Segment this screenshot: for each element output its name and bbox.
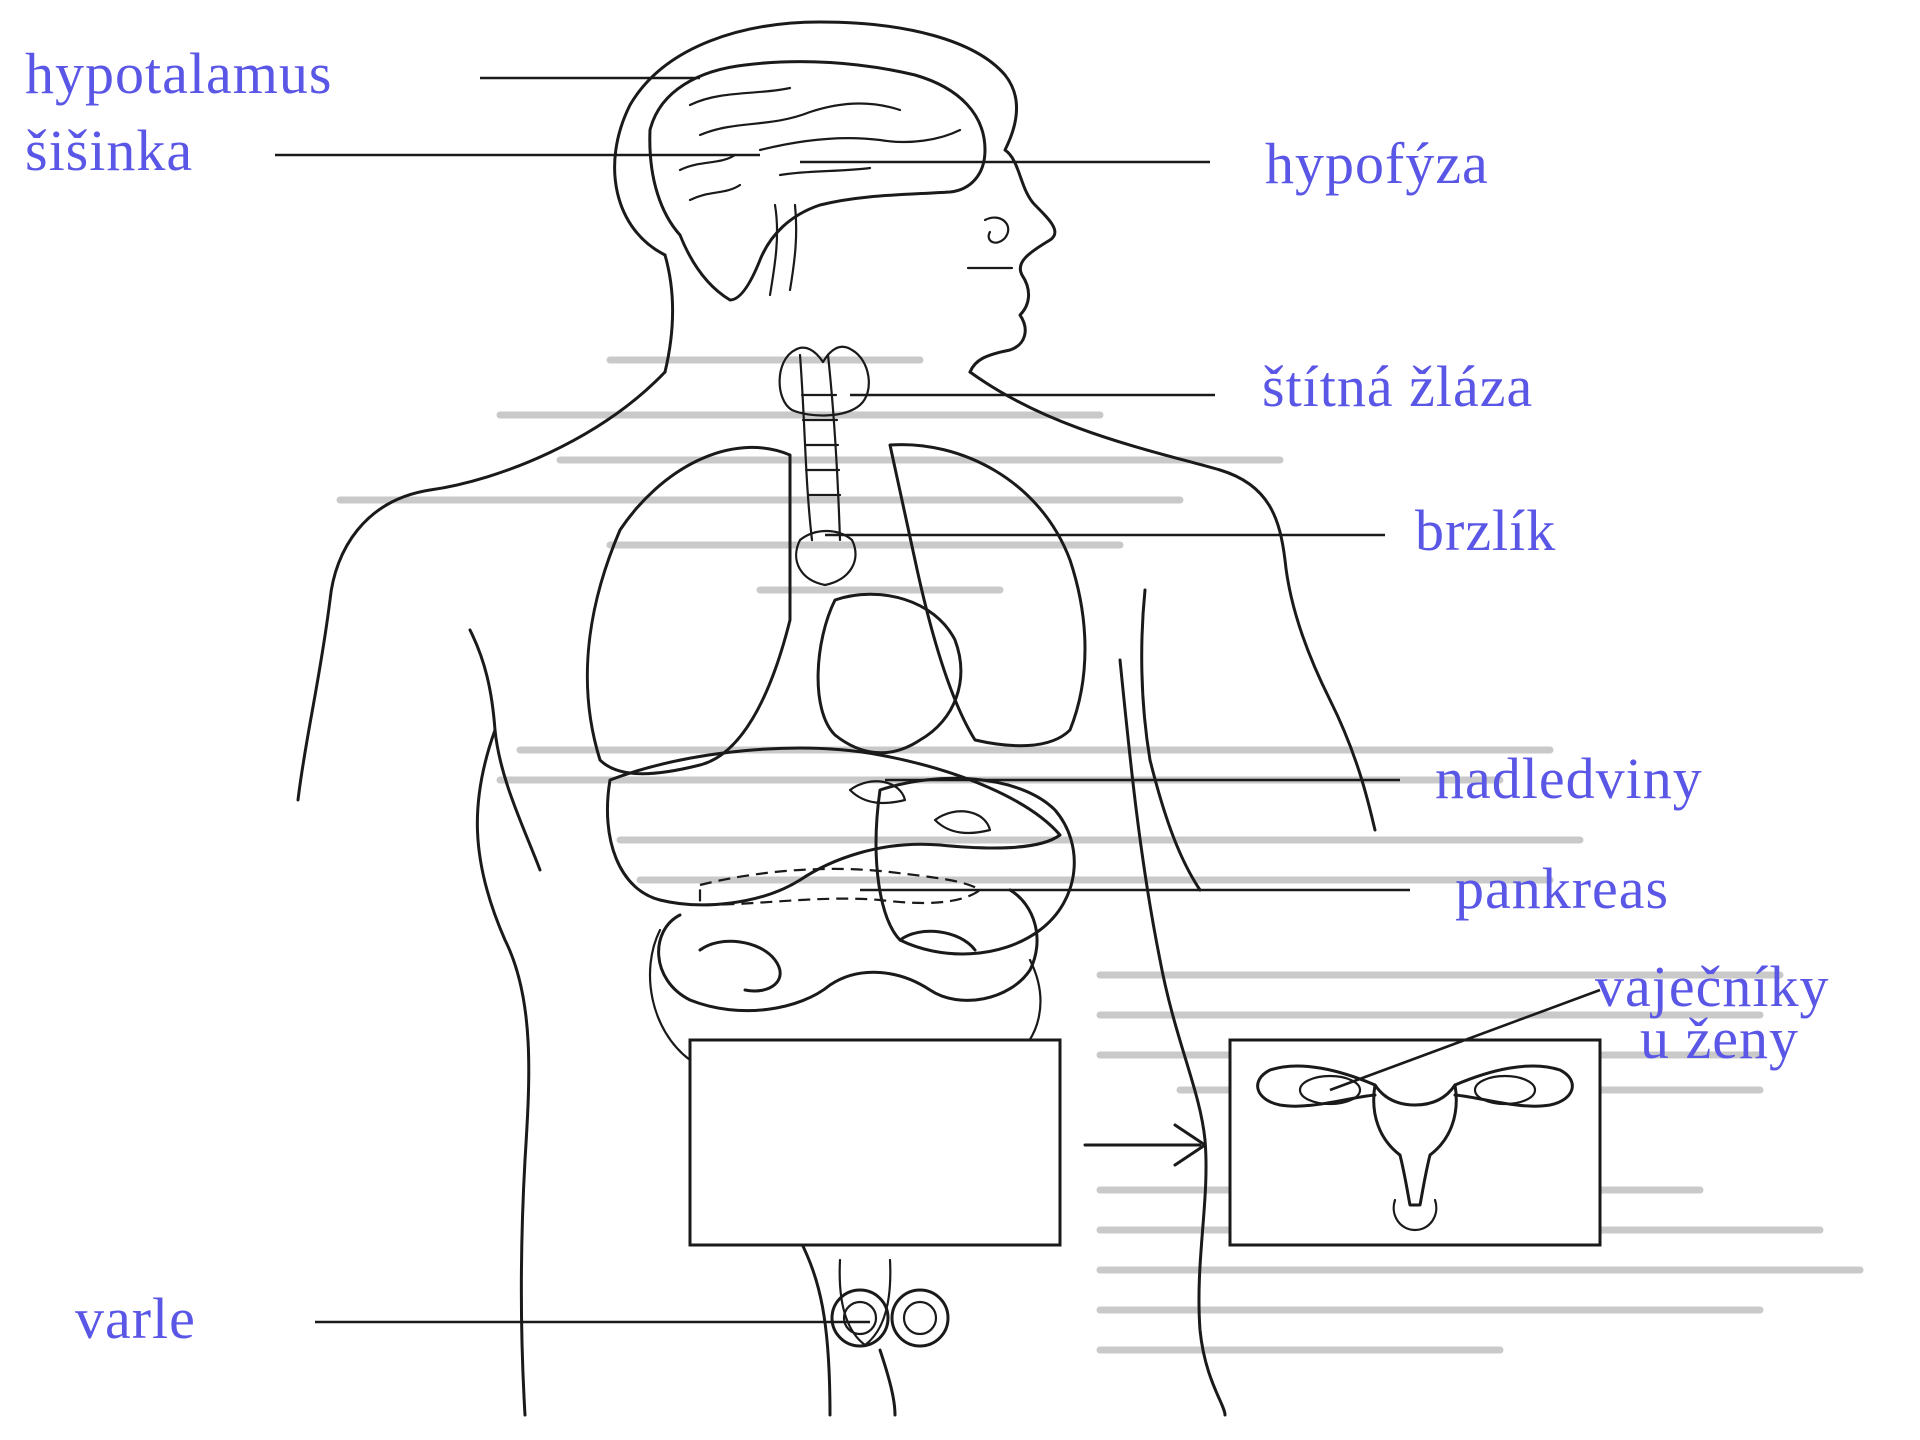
right-testis-inner <box>904 1302 936 1334</box>
right-testis <box>892 1290 948 1346</box>
right-lung <box>890 445 1085 746</box>
abdominal-organs <box>607 748 1074 1077</box>
right-shoulder-arm-outline <box>970 372 1375 830</box>
stomach <box>876 778 1074 954</box>
face-details <box>968 218 1012 268</box>
label-hypofyza: hypofýza <box>1265 135 1489 193</box>
label-stitna-zlaza: štítná žláza <box>1262 358 1533 416</box>
label-pankreas: pankreas <box>1455 860 1669 918</box>
pelvis-box <box>690 1040 1060 1245</box>
right-arm-inner-outline <box>1142 590 1200 890</box>
label-nadledviny: nadledviny <box>1435 750 1703 808</box>
inset-arrow <box>1085 1125 1205 1165</box>
pelvis-region <box>690 1040 1060 1346</box>
left-testis-inner <box>844 1302 876 1334</box>
intestines <box>659 890 1037 1011</box>
brain-outline <box>650 62 985 300</box>
female-inset-box <box>1230 1040 1600 1245</box>
heart <box>818 594 961 752</box>
ear <box>985 218 1008 243</box>
brain-folds <box>680 88 960 200</box>
right-torso-outline <box>1120 660 1225 1415</box>
background-bleed-through <box>340 360 1860 1350</box>
trachea <box>800 355 840 540</box>
label-brzlik: brzlík <box>1415 502 1556 560</box>
left-testis <box>832 1290 888 1346</box>
pancreas-outline <box>700 869 980 905</box>
left-torso-outline <box>477 730 528 1415</box>
head-outline <box>615 22 1055 372</box>
thymus-gland <box>796 531 855 585</box>
label-varle: varle <box>75 1290 196 1348</box>
left-shoulder-arm-outline <box>298 372 665 800</box>
left-lung <box>587 447 790 773</box>
female-inset <box>1230 1040 1600 1245</box>
label-sisinka: šišinka <box>25 122 193 180</box>
label-hypotalamus: hypotalamus <box>25 45 332 103</box>
brain-illustration <box>650 62 985 300</box>
adrenal-glands <box>850 781 990 833</box>
chest-organs <box>587 347 1085 774</box>
neck-left-outline <box>665 255 673 372</box>
label-vajecniky-line2: u ženy <box>1640 1010 1799 1068</box>
